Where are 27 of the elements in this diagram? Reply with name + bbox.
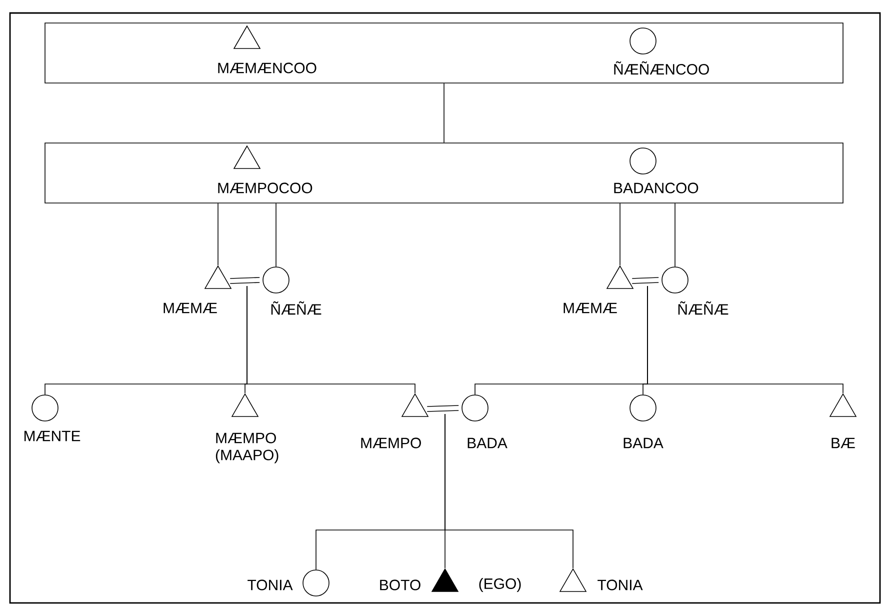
name-label: MÆMPO (361, 438, 421, 448)
name-label: TONIA (598, 580, 643, 590)
name-label: BOTO (380, 580, 420, 590)
name-label: ÑÆÑÆ (678, 301, 728, 315)
name-label: BÆ (832, 438, 855, 448)
name-label: (EGO) (479, 578, 521, 592)
name-label: MÆMÆ (564, 302, 617, 314)
name-label: ÑÆÑÆ (271, 301, 322, 315)
name-label: MÆMÆ (164, 302, 217, 314)
name-label: BADA (624, 438, 664, 448)
name-label: MÆMÆNCOO (218, 62, 316, 74)
name-label: TONIA (248, 580, 293, 590)
name-label: MÆMPOCOO (218, 182, 312, 194)
name-label: BADA (468, 438, 508, 448)
descent-line (444, 414, 574, 569)
marriage-line (230, 277, 260, 279)
generation-box (44, 22, 844, 84)
marriage-line (426, 405, 459, 407)
name-label: BADANCOO (614, 182, 698, 194)
descent-line (674, 202, 676, 267)
descent-line (647, 286, 844, 394)
name-label: ÑÆÑÆNCOO (614, 61, 709, 75)
generation-box (44, 142, 844, 204)
marriage-line (632, 277, 659, 279)
descent-line (246, 286, 416, 394)
name-label: MÆMPO (MAAPO) (216, 432, 278, 464)
name-label: MÆNTE (24, 430, 80, 442)
